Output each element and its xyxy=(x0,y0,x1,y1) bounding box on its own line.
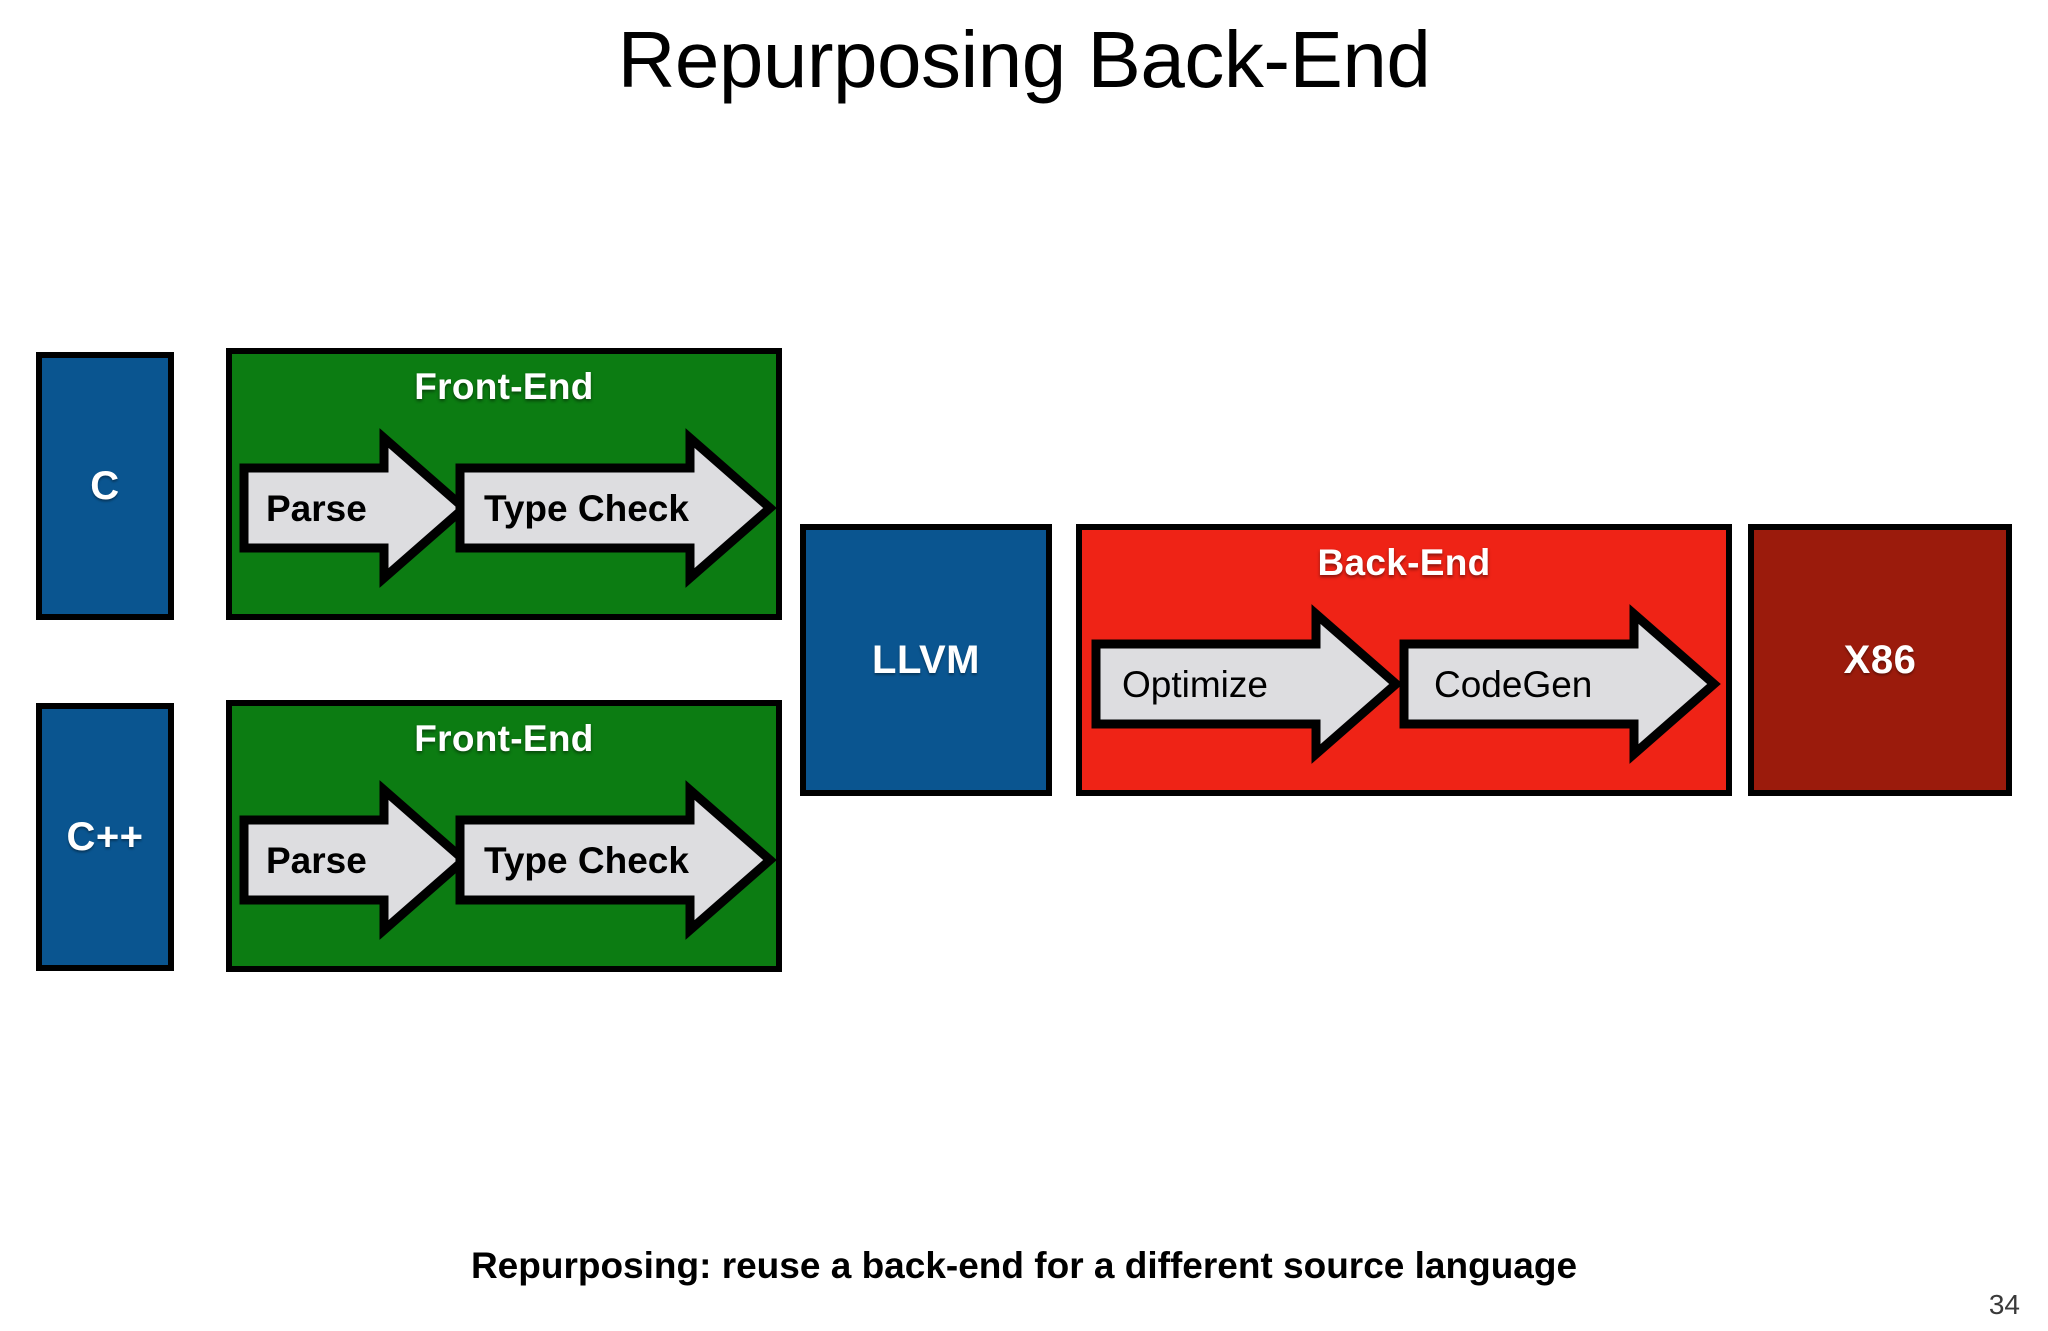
stage-arrow-codegen: CodeGen xyxy=(1399,604,1721,764)
source-language-box-cpp: C++ xyxy=(36,703,174,971)
page-title: Repurposing Back-End xyxy=(617,15,1431,104)
backend-panel-title: Back-End xyxy=(1317,542,1491,583)
stage-arrow-typecheck-cpp: Type Check xyxy=(455,780,777,940)
backend-panel: Back-End Optimize CodeGen xyxy=(1076,524,1732,796)
frontend-panel-c: Front-End Parse Type Check xyxy=(226,348,782,620)
stage-arrow-optimize-shape xyxy=(1091,604,1403,764)
source-language-label-cpp: C++ xyxy=(66,815,144,859)
stage-arrow-parse-cpp-shape xyxy=(239,780,471,940)
stage-arrow-parse-cpp: Parse xyxy=(239,780,471,940)
source-language-box-c: C xyxy=(36,352,174,620)
slide-caption: Repurposing: reuse a back-end for a diff… xyxy=(470,1245,1578,1286)
stage-arrow-optimize: Optimize xyxy=(1091,604,1403,764)
target-box-x86: X86 xyxy=(1748,524,2012,796)
stage-arrow-typecheck-c-shape xyxy=(455,428,777,588)
target-label-x86: X86 xyxy=(1843,638,1917,682)
page-number: 34 xyxy=(1988,1289,2020,1320)
stage-arrow-parse-c-shape xyxy=(239,428,471,588)
stage-arrow-codegen-shape xyxy=(1399,604,1721,764)
frontend-panel-title-c: Front-End xyxy=(414,366,594,407)
source-language-label-c: C xyxy=(90,464,120,508)
stage-arrow-typecheck-c: Type Check xyxy=(455,428,777,588)
ir-label-llvm: LLVM xyxy=(872,638,980,682)
frontend-panel-cpp: Front-End Parse Type Check xyxy=(226,700,782,972)
stage-arrow-typecheck-cpp-shape xyxy=(455,780,777,940)
ir-box-llvm: LLVM xyxy=(800,524,1052,796)
stage-arrow-parse-c: Parse xyxy=(239,428,471,588)
frontend-panel-title-cpp: Front-End xyxy=(414,718,594,759)
